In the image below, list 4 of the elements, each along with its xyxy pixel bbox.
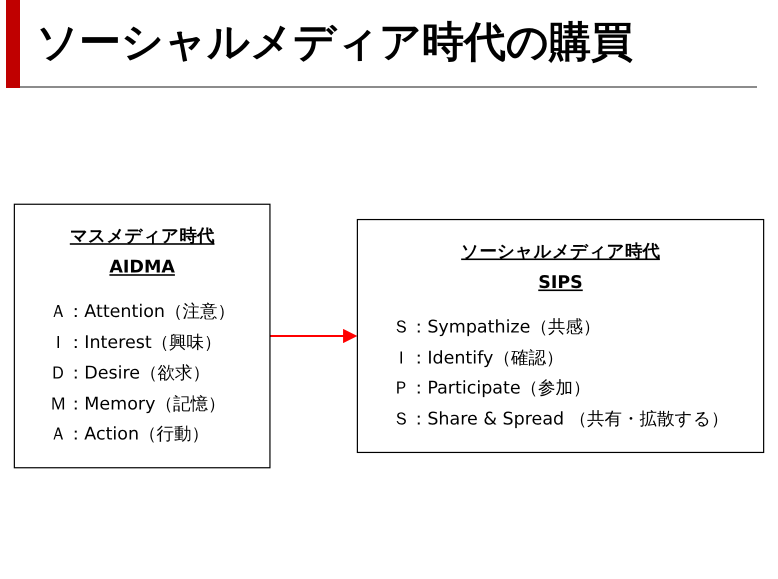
node-box: ソーシャルメディア時代 SIPS Ｓ：Sympathize（共感） Ｉ：Identify（確認） Ｐ：Participate（参加） Ｓ：Share & Spread （共有・拡散する）	[356, 218, 764, 454]
page-title: ソーシャルメディア時代の購買	[36, 16, 633, 68]
node-box: マスメディア時代 AIDMA Ａ：Attention（注意） Ｉ：Interest（興味） Ｄ：Desire（欲求） Ｍ：Memory（記憶） Ａ：Action（行動）	[14, 204, 271, 468]
arrow	[270, 328, 358, 344]
